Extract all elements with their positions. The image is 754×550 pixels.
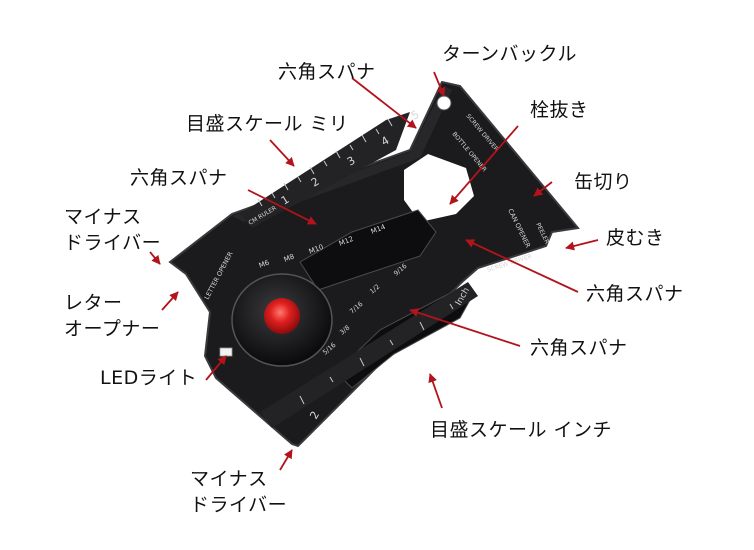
label-plug-remover: 栓抜き — [530, 99, 589, 121]
label-peeler: 皮むき — [606, 227, 665, 249]
arrow-driver-bottom — [279, 449, 293, 471]
tool-text-m6: M6 — [258, 258, 271, 270]
turnbuckle-hole — [436, 95, 452, 111]
arrow-ruler-mm — [269, 139, 295, 167]
label-hex-wrench-lower: 六角スパナ — [530, 337, 628, 359]
label-flathead-driver-left-line2: ドライバー — [64, 232, 162, 254]
arrow-hex-top — [351, 77, 417, 129]
arrow-plug-remover — [449, 125, 519, 205]
led-window — [219, 347, 233, 357]
label-turnbuckle: ターンバックル — [442, 43, 577, 65]
arrow-peeler — [565, 239, 599, 251]
label-flathead-driver-left-line1: マイナス — [64, 206, 142, 228]
label-hex-wrench-top: 六角スパナ — [278, 61, 376, 83]
label-hex-wrench-right: 六角スパナ — [586, 283, 684, 305]
arrow-hex-lower — [409, 308, 521, 347]
mm-ruler-ticks — [257, 118, 393, 207]
label-led-light: LEDライト — [100, 367, 198, 389]
arrow-led-light — [205, 355, 227, 381]
arrow-letter-opener — [161, 291, 179, 311]
arrow-turnbuckle — [433, 71, 446, 97]
arrow-driver-left — [149, 251, 161, 265]
label-ruler-inch: 目盛スケール インチ — [430, 419, 613, 441]
arrow-hex-right — [465, 239, 579, 293]
led-button — [264, 298, 300, 334]
label-flathead-driver-left: マイナス ドライバー — [64, 204, 161, 256]
tool-text-m8: M8 — [283, 253, 296, 264]
label-can-opener: 缶切り — [574, 171, 633, 193]
label-flathead-driver-bottom-line1: マイナス — [190, 468, 268, 490]
label-letter-opener-line2: オープナー — [64, 318, 161, 340]
label-flathead-driver-bottom-line2: ドライバー — [190, 494, 288, 516]
inch-ruler-ticks — [299, 303, 454, 405]
arrow-can-opener — [533, 181, 553, 197]
label-flathead-driver-bottom: マイナス ドライバー — [190, 466, 287, 518]
label-ruler-mm: 目盛スケール ミリ — [186, 113, 349, 135]
label-letter-opener-line1: レター — [64, 292, 123, 314]
label-hex-wrench-left: 六角スパナ — [130, 167, 228, 189]
label-letter-opener: レター オープナー — [64, 290, 160, 342]
tool-text-cm-5: 5 — [409, 108, 422, 123]
arrow-ruler-inch — [428, 373, 443, 409]
callout-arrows — [149, 71, 599, 471]
arrow-hex-left — [247, 189, 317, 225]
